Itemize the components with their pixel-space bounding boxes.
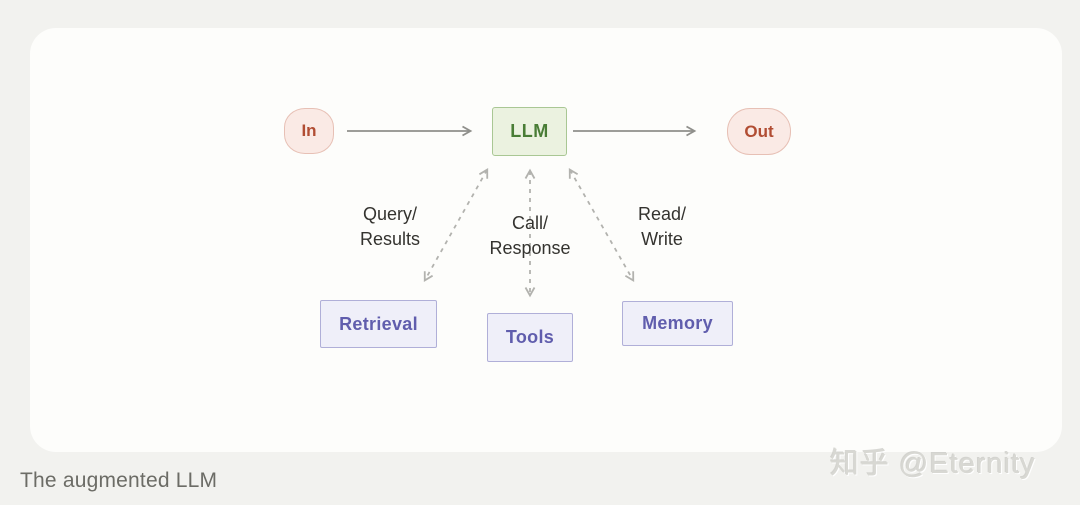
node-retrieval-label: Retrieval	[339, 313, 418, 334]
edge-label-call-response: Call/ Response	[470, 211, 590, 261]
edge-label-query-results: Query/ Results	[330, 202, 450, 252]
node-retrieval: Retrieval	[320, 300, 437, 348]
edge-label-line: Call/	[511, 213, 548, 233]
node-memory-label: Memory	[642, 313, 713, 333]
diagram-card	[30, 28, 1062, 452]
node-tools-label: Tools	[505, 327, 555, 347]
edge-label-line: Read/	[637, 204, 687, 224]
diagram-caption: The augmented LLM	[20, 469, 218, 492]
edge-label-line: Results	[359, 229, 421, 249]
edge-label-line: Write	[641, 229, 683, 249]
node-memory: Memory	[622, 301, 733, 346]
edge-label-line: Response	[489, 238, 571, 258]
node-llm: LLM	[492, 107, 567, 156]
node-tools: Tools	[487, 313, 573, 362]
edge-label-line: Query/	[362, 204, 418, 224]
node-in-label: In	[301, 121, 317, 140]
node-llm-label: LLM	[510, 121, 549, 141]
edge-label-read-write: Read/ Write	[602, 202, 722, 252]
node-out-label: Out	[744, 121, 774, 141]
node-in: In	[284, 108, 334, 154]
zhihu-watermark: 知乎 @Eternity	[830, 448, 1036, 480]
node-out: Out	[727, 108, 791, 155]
